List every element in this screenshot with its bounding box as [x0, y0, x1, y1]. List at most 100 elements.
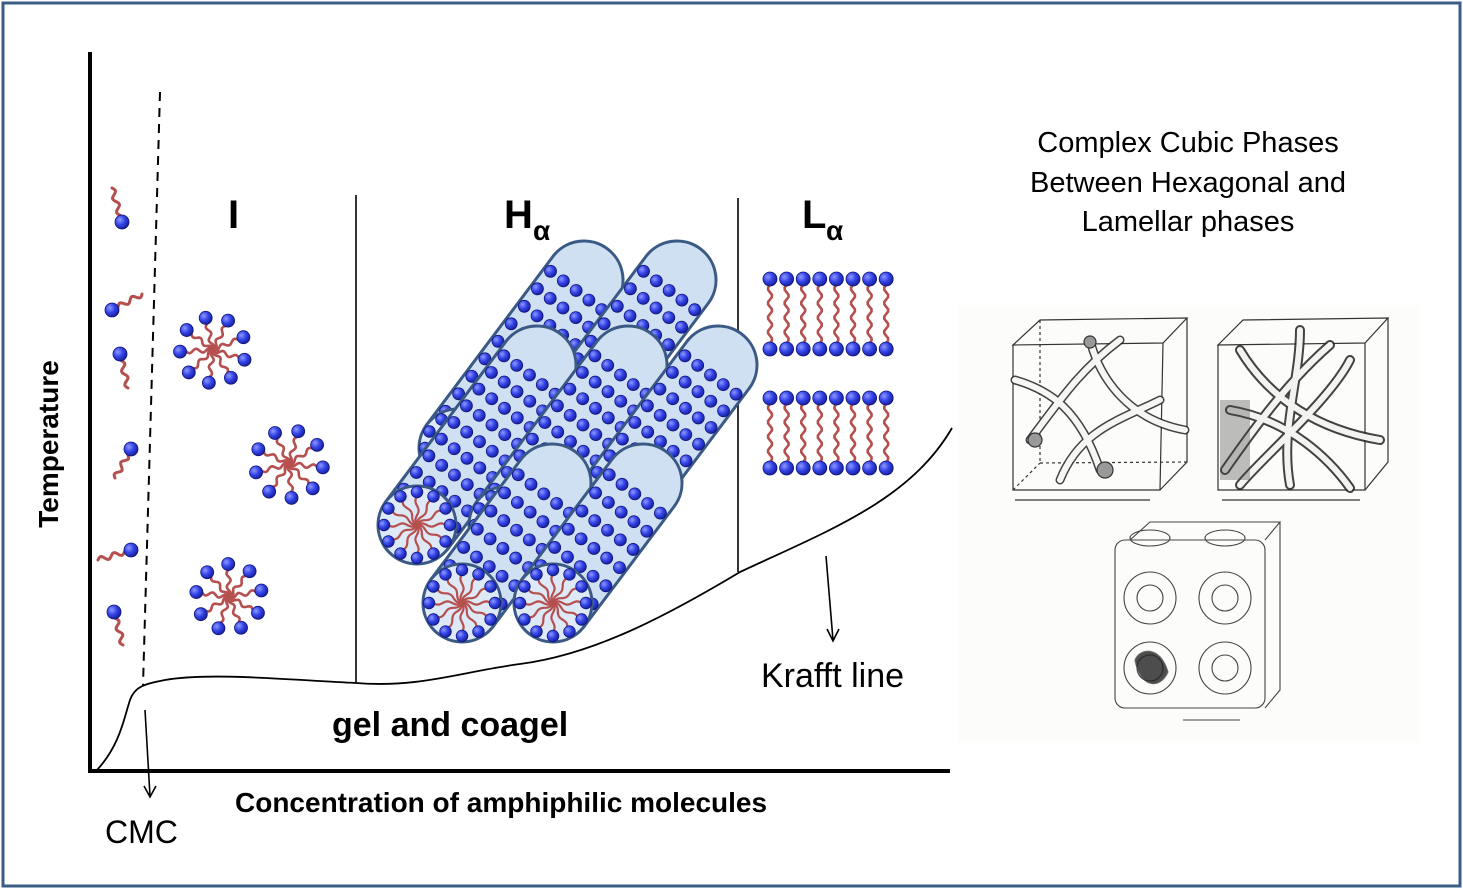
head-group-dot: [211, 621, 226, 636]
alkyl-tail: [537, 576, 555, 605]
head-group-dot: [435, 459, 449, 472]
head-group-dot: [427, 490, 440, 503]
head-group-dot: [448, 468, 461, 482]
head-group-dot: [510, 411, 524, 425]
cmc-label: CMC: [105, 814, 178, 850]
head-group-dot: [470, 522, 484, 536]
head-group-dot: [666, 366, 679, 379]
head-group-dot: [472, 382, 486, 396]
head-group-dot: [762, 390, 778, 406]
head-group-dot: [640, 524, 654, 538]
head-group-dot: [563, 382, 577, 396]
head-group-dot: [692, 437, 705, 451]
head-group-dot: [573, 560, 587, 574]
alkyl-tail: [390, 523, 419, 541]
head-group-dot: [460, 425, 474, 439]
head-group-dot: [628, 416, 642, 429]
head-group-dot: [484, 613, 497, 626]
alkyl-tail: [783, 283, 790, 345]
head-group-dot: [517, 299, 531, 313]
head-group-dot: [452, 387, 466, 401]
head-group-dot: [193, 607, 208, 622]
alkyl-tail: [460, 587, 489, 605]
head-group-dot: [666, 392, 680, 406]
head-group-dot: [601, 411, 615, 425]
head-group-dot: [729, 387, 743, 401]
alkyl-tail: [275, 437, 291, 466]
head-group-dot: [563, 625, 576, 638]
head-group-dot: [530, 568, 543, 581]
head-group-dot: [254, 583, 269, 598]
head-group-dot: [556, 274, 570, 288]
head-group-dot: [439, 535, 452, 548]
head-group-dot: [845, 341, 861, 357]
alkyl-tail: [800, 283, 807, 345]
head-group-dot: [614, 505, 628, 519]
head-group-dot: [510, 496, 524, 509]
head-group-dot: [422, 596, 436, 610]
alkyl-tail: [866, 402, 873, 464]
head-group-dot: [498, 428, 512, 441]
head-group-dot: [599, 579, 613, 593]
head-group-dot: [845, 460, 861, 476]
head-group-dot: [478, 352, 492, 366]
head-group-dot: [575, 613, 588, 626]
alkyl-tail: [833, 402, 840, 464]
alkyl-tail: [415, 522, 448, 528]
head-group-dot: [123, 542, 139, 558]
spherical-micelles: [173, 310, 330, 636]
head-group-dot: [624, 282, 637, 296]
head-group-dot: [653, 382, 667, 396]
head-group-dot: [223, 370, 238, 385]
head-group-dot: [845, 271, 861, 287]
alkyl-tail: [204, 322, 216, 352]
alkyl-tail: [287, 462, 310, 486]
head-group-dot: [249, 465, 263, 480]
head-group-dot: [601, 359, 615, 372]
y-axis-label: Temperature: [33, 360, 64, 528]
alkyl-tail: [849, 402, 857, 464]
head-group-dot: [582, 293, 596, 307]
krafft-curve: [96, 427, 953, 771]
head-group-dot: [439, 625, 452, 638]
alkyl-tail: [800, 402, 807, 464]
head-group-dot: [691, 359, 705, 372]
head-group-dot: [556, 301, 570, 315]
head-group-dot: [587, 542, 601, 555]
head-group-dot: [704, 368, 717, 382]
alkyl-tail: [271, 462, 291, 488]
head-group-dot: [470, 550, 483, 564]
alkyl-tail: [415, 498, 433, 527]
head-group-dot: [530, 625, 543, 638]
head-group-dot: [523, 505, 537, 519]
head-group-dot: [198, 310, 213, 325]
alkyl-tail: [460, 601, 478, 630]
head-group-dot: [551, 425, 565, 439]
head-group-dot: [576, 366, 589, 379]
head-group-dot: [878, 341, 894, 357]
head-group-dot: [675, 293, 689, 307]
head-group-dot: [762, 460, 778, 476]
head-group-dot: [522, 533, 536, 547]
head-group-dot: [498, 401, 511, 415]
head-group-dot: [795, 271, 811, 287]
head-group-dot: [579, 596, 593, 610]
alkyl-tail: [551, 601, 580, 619]
alkyl-tail: [225, 568, 233, 599]
alkyl-tail: [226, 595, 241, 624]
head-group-dot: [546, 563, 560, 577]
head-group-dot: [457, 541, 471, 554]
head-group-dot: [236, 330, 251, 345]
micellar-cubic-block: [1114, 521, 1282, 721]
head-group-dot: [601, 385, 615, 399]
head-group-dot: [829, 460, 844, 476]
alkyl-tail: [386, 522, 419, 528]
head-group-dot: [523, 368, 536, 382]
head-group-dot: [675, 320, 688, 334]
head-group-dot: [435, 432, 448, 446]
head-group-dot: [538, 416, 552, 429]
alkyl-tail: [459, 572, 465, 605]
head-group-dot: [654, 506, 667, 520]
head-group-dot: [262, 484, 277, 499]
